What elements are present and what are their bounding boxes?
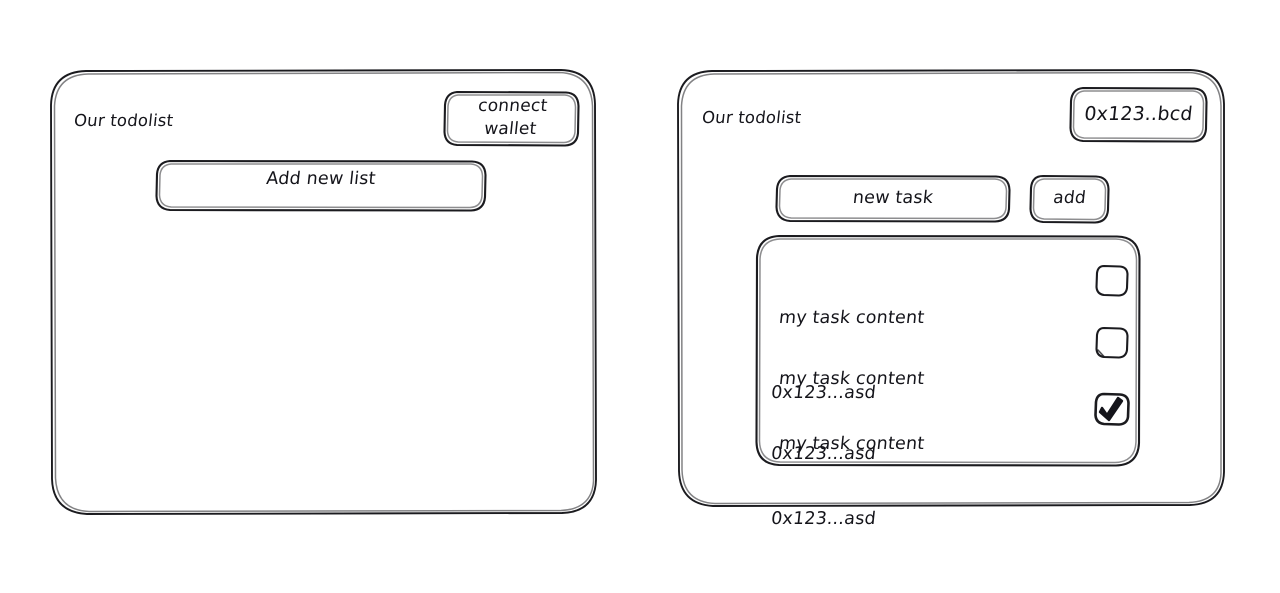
connect-wallet-line2: wallet [483, 119, 538, 139]
task-list-item[interactable]: my task content 0x123...asd [770, 256, 1115, 403]
connect-wallet-line1: connect [477, 96, 549, 116]
task-checkbox[interactable] [1098, 266, 1128, 296]
wallet-address-label: 0x123..bcd [1083, 103, 1194, 125]
page-title-right: Our todolist [701, 108, 803, 127]
task-text: my task content 0x123...asd [764, 382, 930, 582]
task-checkbox-checked[interactable] [1096, 392, 1126, 422]
page-title-left: Our todolist [73, 111, 175, 130]
add-task-label: add [1052, 188, 1087, 208]
task-list-item[interactable]: my task content 0x123...asd [770, 382, 1115, 529]
new-task-value: new task [851, 188, 935, 208]
task-list-item[interactable]: my task content 0x123...asd [770, 317, 1115, 464]
task-checkbox[interactable] [1098, 328, 1128, 358]
add-new-list-label: Add new list [265, 169, 377, 189]
task-address: 0x123...asd [770, 509, 877, 529]
task-content: my task content [777, 434, 926, 454]
connect-wallet-label: connect wallet [443, 95, 581, 141]
